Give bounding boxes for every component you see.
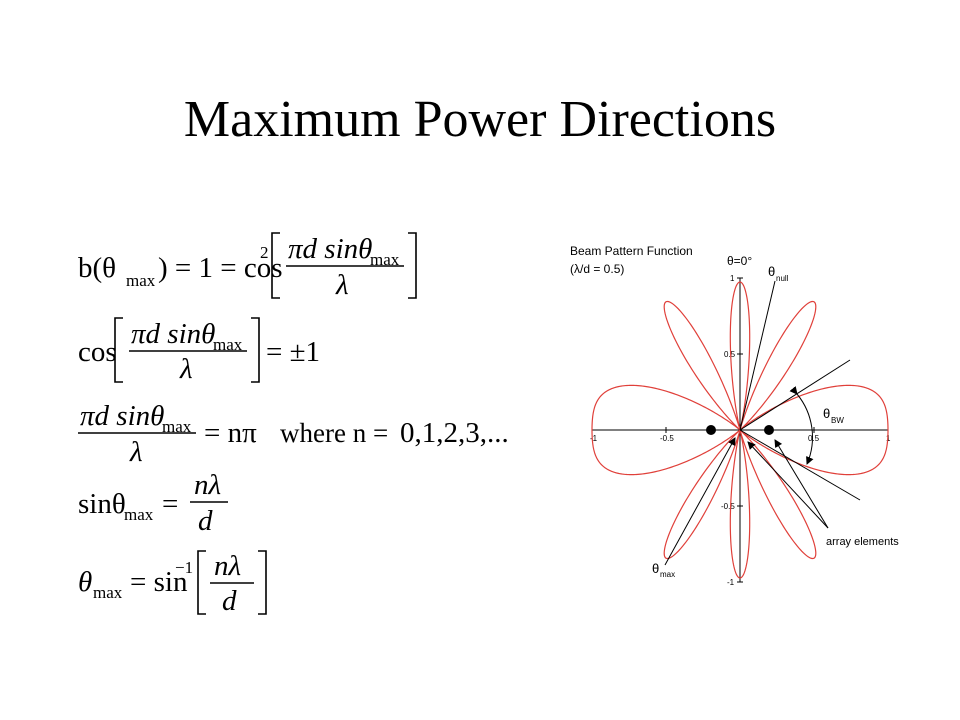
eq4-den: d	[198, 505, 213, 537]
figure-heading: Beam Pattern Function	[570, 244, 693, 258]
array-elements-label: array elements	[826, 536, 899, 548]
y-tick-label: 0.5	[724, 350, 736, 359]
eq2-bracket-left	[114, 317, 123, 383]
eq3-where: where n =	[280, 418, 388, 448]
x-tick-label: 1	[886, 434, 891, 443]
eq5-bracket-right	[258, 550, 267, 615]
eq3-num: πd sinθ	[80, 400, 164, 432]
eq1-num: πd sinθ	[288, 233, 372, 265]
eq1-mid: ) = 1 = cos	[158, 252, 283, 284]
eq1-sup: 2	[260, 243, 269, 262]
eq1-sub: max	[126, 271, 156, 290]
theta-bw-label: θ	[823, 406, 830, 421]
eq5-sub: max	[93, 583, 123, 602]
page-title: Maximum Power Directions	[183, 91, 777, 148]
eq3-den: λ	[129, 436, 143, 468]
figure-subheading: (λ/d = 0.5)	[570, 262, 624, 276]
theta-max-label: θ	[652, 561, 659, 576]
equation-1: b(θ max ) = 1 = cos 2 πd sinθ max λ	[78, 232, 417, 301]
x-tick-label: -0.5	[660, 434, 674, 443]
eq5-num: nλ	[214, 550, 241, 582]
eq2-bracket-right	[251, 317, 260, 383]
eq1-numsub: max	[370, 250, 400, 269]
x-tick-label: 0.5	[808, 434, 820, 443]
theta-bw-sub: BW	[831, 416, 844, 425]
eq3-numsub: max	[162, 417, 192, 436]
array-pointer-arrow	[774, 439, 829, 529]
y-tick-label: 1	[730, 274, 735, 283]
bw-lower-line	[739, 429, 861, 501]
beam-pattern-figure: Beam Pattern Function (λ/d = 0.5) θ=0° -…	[570, 244, 899, 587]
theta-null-sub: null	[776, 274, 789, 283]
eq1-lhs: b(θ	[78, 252, 116, 284]
eq2-den: λ	[179, 353, 193, 385]
eq5-lhs: θ	[78, 566, 92, 598]
eq5-sup: −1	[175, 558, 193, 577]
eq3-values: 0,1,2,3,...	[400, 417, 509, 449]
theta-null-line	[739, 280, 776, 431]
eq4-num: nλ	[194, 469, 221, 501]
equation-4: sinθ max = nλ d	[78, 469, 228, 537]
eq4-lhs: sinθ	[78, 488, 126, 520]
eq2-numsub: max	[213, 335, 243, 354]
eq2-rhs: = ±1	[266, 336, 320, 368]
eq1-den: λ	[335, 269, 349, 301]
equation-2: cos πd sinθ max λ = ±1	[78, 317, 320, 385]
eq5-den: d	[222, 585, 237, 617]
equation-5: θ max = sin −1 nλ d	[78, 550, 267, 617]
theta-zero-label: θ=0°	[727, 254, 752, 268]
eq3-rhs: = nπ	[204, 417, 257, 449]
eq2-fn: cos	[78, 336, 117, 368]
eq4-sub: max	[124, 505, 154, 524]
y-tick-label: -1	[727, 578, 735, 587]
eq1-bracket-right	[408, 232, 417, 299]
y-tick-label: -0.5	[721, 502, 735, 511]
eq5-bracket-left	[197, 550, 206, 615]
x-tick-label: -1	[590, 434, 598, 443]
eq4-eq: =	[162, 488, 178, 520]
array-element-dot	[764, 425, 774, 435]
theta-max-sub: max	[660, 570, 675, 579]
eq1-bracket-left	[271, 232, 280, 299]
theta-null-label: θ	[768, 264, 775, 279]
eq2-num: πd sinθ	[131, 318, 215, 350]
equation-3: πd sinθ max λ = nπ where n = 0,1,2,3,...	[78, 400, 509, 468]
theta-max-arrow	[664, 437, 736, 566]
eq5-mid: = sin	[130, 566, 188, 598]
array-pointer-arrow	[747, 441, 829, 529]
beamwidth-arc	[789, 386, 814, 465]
array-element-dot	[706, 425, 716, 435]
